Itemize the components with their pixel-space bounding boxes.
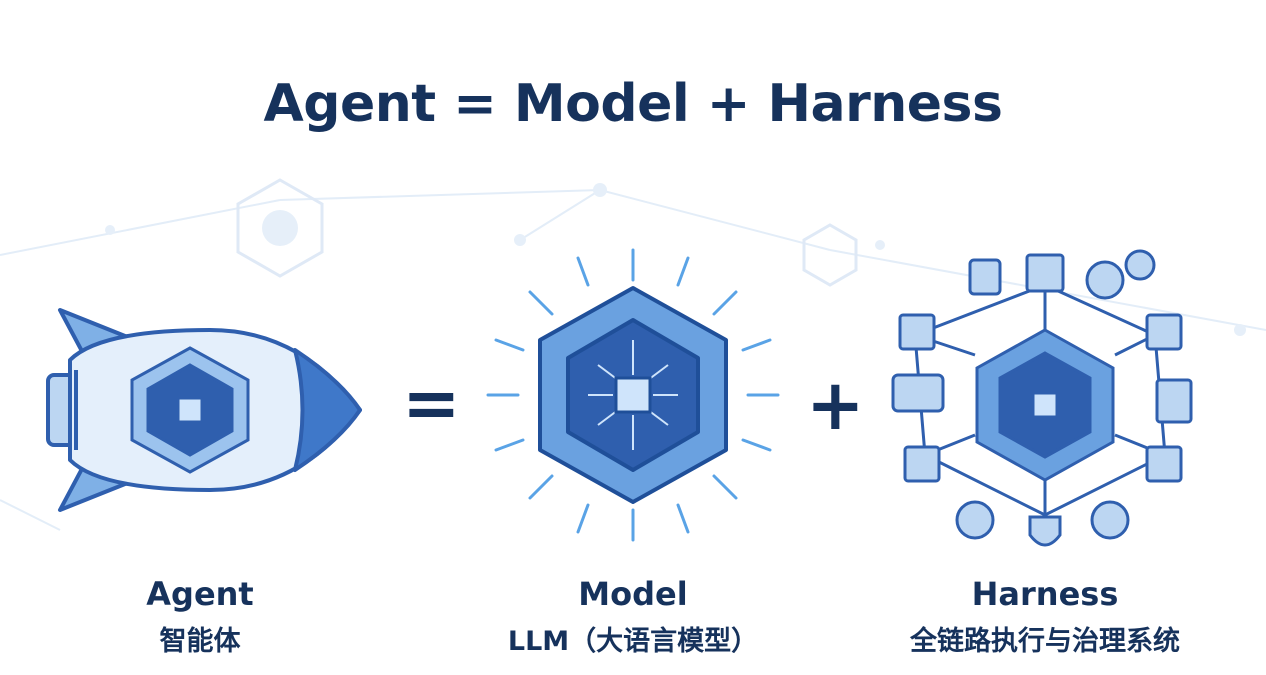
model-name: Model: [578, 575, 688, 613]
equals-operator: =: [402, 362, 461, 444]
glowing-chip-crystal-icon: [486, 248, 780, 542]
harness-label: Harness 全链路执行与治理系统: [865, 575, 1225, 658]
agent-subtitle: 智能体: [159, 626, 241, 657]
agent-label: Agent 智能体: [90, 575, 310, 658]
agent-name: Agent: [146, 575, 254, 613]
model-subtitle: LLM（大语言模型）: [507, 626, 759, 657]
chip-crystal-network-icon: [891, 249, 1193, 547]
harness-name: Harness: [971, 575, 1119, 613]
plus-operator: +: [806, 364, 865, 446]
rocket-with-chip-crystal-icon: [46, 308, 362, 512]
harness-subtitle: 全链路执行与治理系统: [910, 626, 1180, 657]
model-label: Model LLM（大语言模型）: [453, 575, 813, 658]
page-title: Agent = Model + Harness: [263, 74, 1003, 134]
